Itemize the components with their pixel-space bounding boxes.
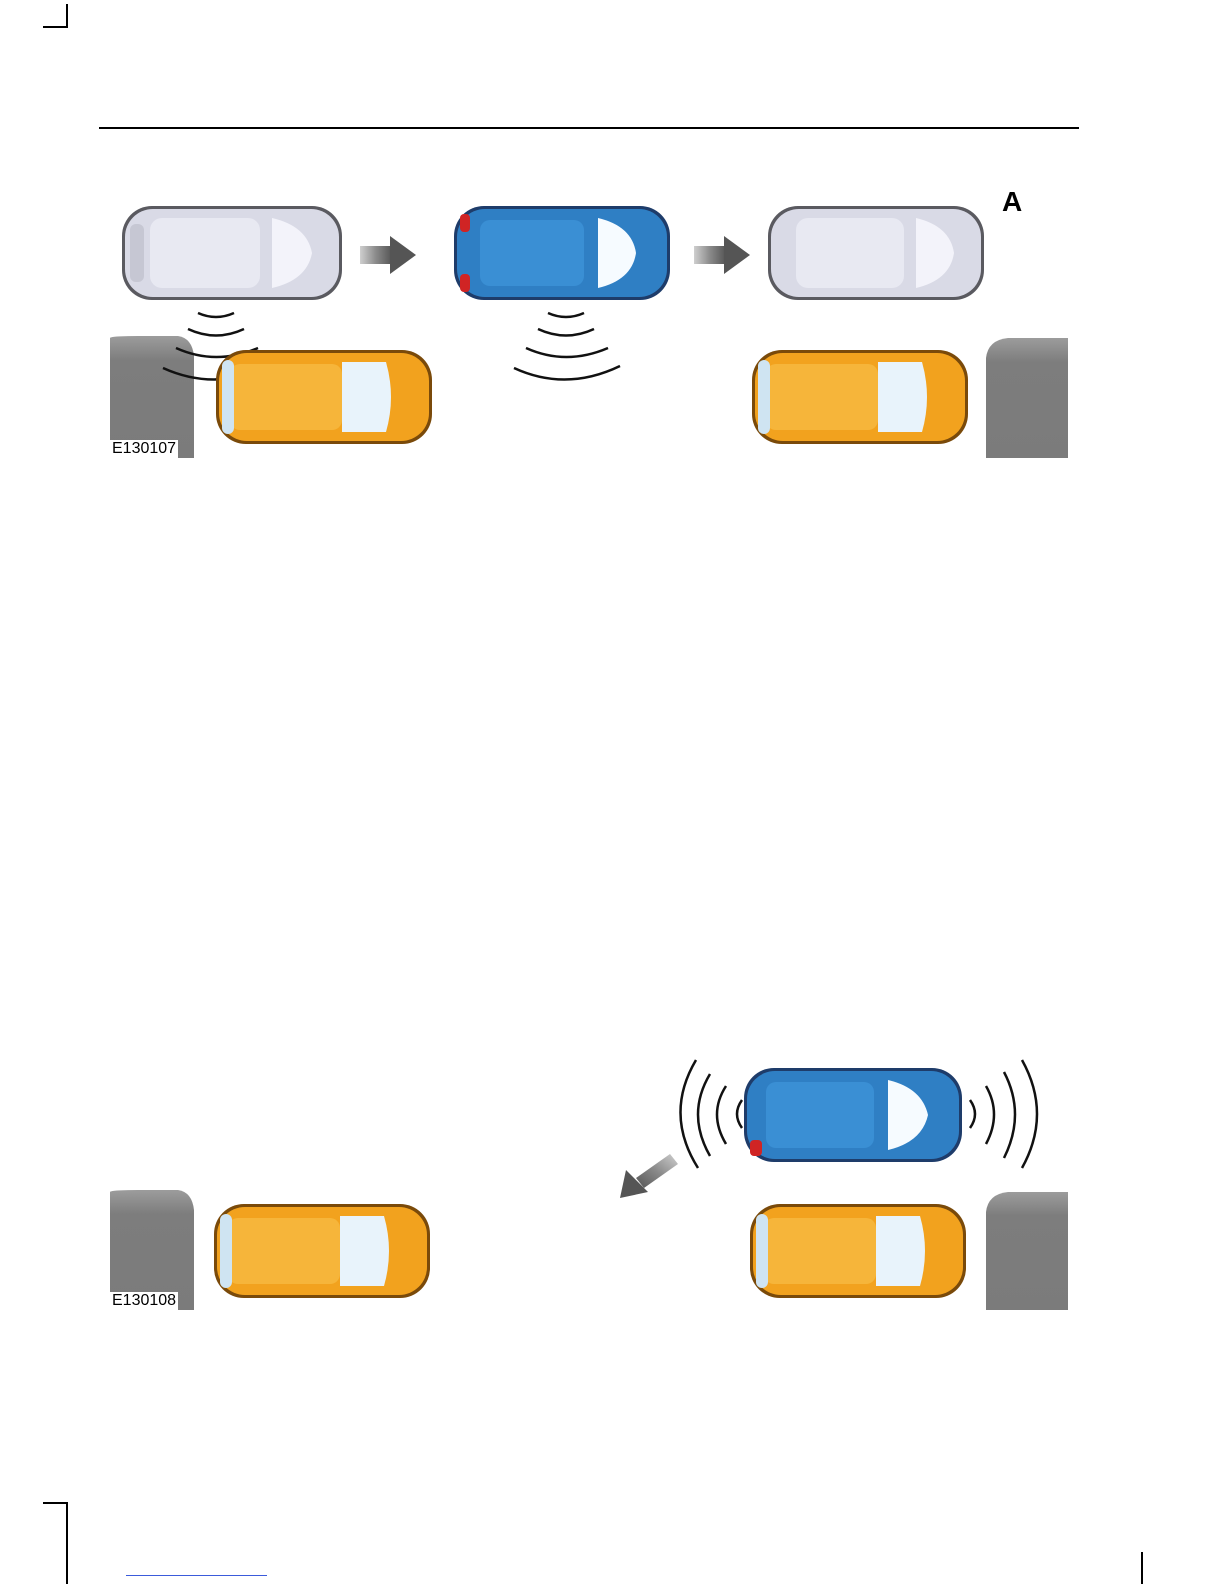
scanning-car-1 xyxy=(122,206,342,300)
crop-mark-top-left-horizontal xyxy=(43,26,68,28)
scanning-car-3 xyxy=(768,206,984,300)
figure-id-label: E130108 xyxy=(110,1292,178,1310)
crop-mark-top-left-vertical xyxy=(66,4,68,28)
header-rule xyxy=(99,127,1079,129)
crop-mark-bottom-left-horizontal xyxy=(43,1502,68,1504)
crop-mark-bottom-left-vertical xyxy=(66,1502,68,1584)
figure-parking-maneuver: E130108 xyxy=(108,1058,1070,1310)
crop-mark-bottom-right xyxy=(1141,1552,1143,1584)
figure-parking-scan-illustration xyxy=(108,186,1070,458)
parked-car-left xyxy=(214,1204,430,1298)
footer-link-underline[interactable] xyxy=(126,1575,267,1576)
arrow-right-1 xyxy=(360,236,416,274)
active-car xyxy=(744,1068,962,1162)
active-car-2 xyxy=(454,206,670,300)
figure-id-label: E130107 xyxy=(110,440,178,458)
arrow-reverse-diagonal xyxy=(620,1154,678,1198)
parked-car-right xyxy=(752,350,968,444)
curb-right xyxy=(986,1192,1068,1310)
curb-right xyxy=(986,338,1068,458)
sensor-waves-rear xyxy=(970,1060,1037,1168)
arrow-right-2 xyxy=(694,236,750,274)
callout-label-a: A xyxy=(1002,186,1022,218)
parked-car-right xyxy=(750,1204,966,1298)
parked-car-left xyxy=(216,350,432,444)
sensor-waves-2 xyxy=(514,313,620,380)
figure-parking-maneuver-illustration xyxy=(108,1058,1070,1310)
sensor-waves-front xyxy=(680,1060,742,1168)
figure-parking-scan: E130107 A xyxy=(108,186,1070,458)
